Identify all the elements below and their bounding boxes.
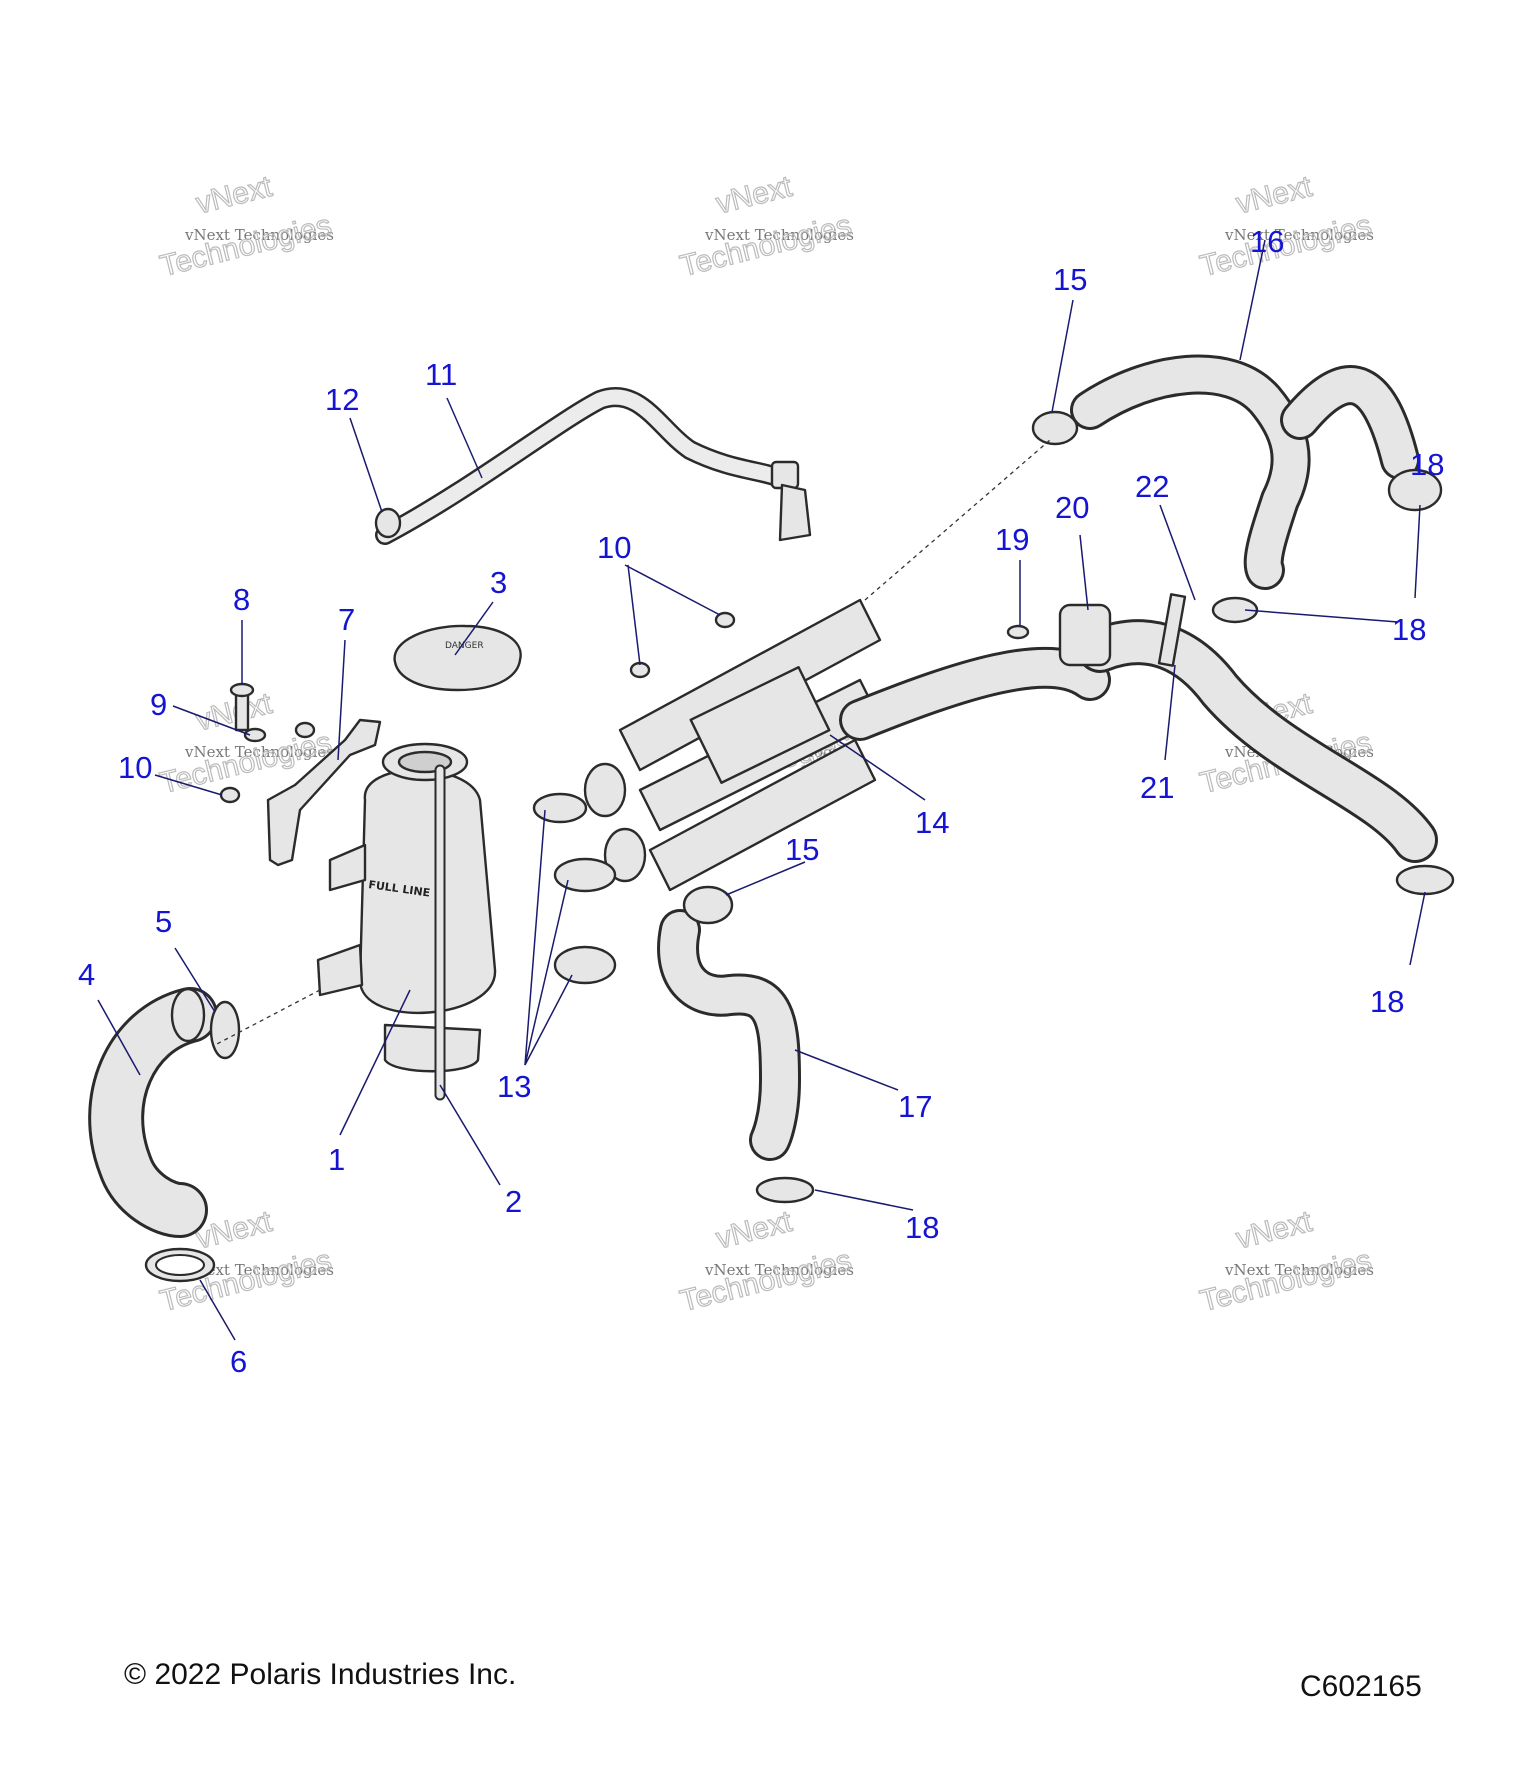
callout-3: 3 — [490, 565, 507, 600]
svg-text:Technologies: Technologies — [157, 209, 335, 283]
callout-10-left: 10 — [118, 750, 152, 785]
callout-15-top: 15 — [1053, 262, 1087, 297]
svg-text:vNext: vNext — [193, 170, 276, 221]
small-clamp — [374, 507, 402, 539]
bolt — [629, 661, 651, 679]
hose-clamp — [553, 945, 617, 985]
coolant-pipe-assembly — [583, 598, 1111, 892]
callout-6: 6 — [230, 1344, 247, 1379]
callout-12: 12 — [325, 382, 359, 417]
mounting-bracket — [266, 718, 382, 867]
callout-4: 4 — [78, 957, 95, 992]
svg-text:vNext: vNext — [1233, 1205, 1316, 1256]
lower-hose — [657, 909, 801, 1161]
washer — [243, 727, 267, 743]
tee-fitting — [1006, 593, 1438, 863]
radiator-cap: DANGER — [393, 624, 522, 692]
callout-2: 2 — [505, 1184, 522, 1219]
watermark: vNext vNext Technologies Technologies — [156, 169, 335, 283]
watermark: vNext vNext Technologies Technologies — [1196, 169, 1375, 283]
bolt — [714, 611, 736, 629]
callout-18-upper-right: 18 — [1392, 612, 1426, 647]
callout-21: 21 — [1140, 770, 1174, 805]
callout-18-bottom: 18 — [905, 1210, 939, 1245]
upper-radiator-hose — [1070, 354, 1420, 590]
hose-clamp — [1395, 864, 1455, 896]
svg-text:vNext Technologies: vNext Technologies — [184, 743, 334, 761]
callout-14: 14 — [915, 805, 949, 840]
callout-8: 8 — [233, 582, 250, 617]
hose-clamp — [532, 792, 588, 824]
hose-clamp-inner — [155, 1254, 205, 1276]
callout-17: 17 — [898, 1089, 932, 1124]
coolant-reservoir: FULL LINE — [316, 742, 497, 1073]
hose-clamp — [209, 1000, 241, 1060]
svg-text:vNext Technologies: vNext Technologies — [704, 1261, 854, 1279]
svg-text:vNext: vNext — [713, 170, 796, 221]
hose-clamp — [1387, 468, 1443, 512]
callout-11: 11 — [425, 357, 457, 392]
callouts: 1 2 3 4 5 6 7 8 9 10 10 11 12 13 14 15 1… — [78, 224, 1444, 1379]
callout-13: 13 — [497, 1069, 531, 1104]
hose-clamp — [1211, 596, 1259, 624]
callout-10-center: 10 — [597, 530, 631, 565]
vent-tube — [375, 387, 812, 545]
svg-text:vNext Technologies: vNext Technologies — [1224, 1261, 1374, 1279]
svg-text:vNext Technologies: vNext Technologies — [704, 226, 854, 244]
hose-clamp — [755, 1176, 815, 1204]
svg-text:vNext: vNext — [1233, 170, 1316, 221]
callout-16: 16 — [1250, 224, 1284, 259]
parts: DANGER FULL LINE — [88, 354, 1455, 1283]
alignment-line — [864, 439, 1051, 601]
watermark: vNext vNext Technologies Technologies — [676, 1204, 855, 1318]
callout-22: 22 — [1135, 469, 1169, 504]
watermark: vNext vNext Technologies Technologies — [676, 169, 855, 283]
copyright-notice: © 2022 Polaris Industries Inc. — [124, 1658, 517, 1691]
svg-text:Technologies: Technologies — [677, 209, 855, 283]
callout-7: 7 — [338, 602, 355, 637]
svg-text:Technologies: Technologies — [1197, 1244, 1375, 1318]
svg-text:vNext: vNext — [713, 1205, 796, 1256]
watermark: vNext vNext Technologies Technologies — [1196, 1204, 1375, 1318]
svg-text:Technologies: Technologies — [1197, 209, 1375, 283]
bolt — [219, 786, 241, 804]
callout-18-lower-right: 18 — [1370, 984, 1404, 1019]
callout-20: 20 — [1055, 490, 1089, 525]
hose-clamp — [1031, 410, 1079, 446]
callout-9: 9 — [150, 687, 167, 722]
figure-code: C602165 — [1300, 1670, 1422, 1703]
callout-5: 5 — [155, 904, 172, 939]
svg-text:vNext Technologies: vNext Technologies — [1224, 226, 1374, 244]
svg-text:vNext Technologies: vNext Technologies — [184, 1261, 334, 1279]
callout-1: 1 — [328, 1142, 345, 1177]
hose-clamp — [553, 857, 617, 893]
alignment-line — [214, 989, 321, 1046]
svg-text:DANGER: DANGER — [445, 641, 484, 651]
callout-15-middle: 15 — [785, 832, 819, 867]
leader-lines — [97, 239, 1426, 1341]
callout-18-top-right: 18 — [1410, 447, 1444, 482]
bolt-head — [229, 682, 255, 698]
svg-text:vNext Technologies: vNext Technologies — [184, 226, 334, 244]
callout-19: 19 — [995, 522, 1029, 557]
inlet-elbow-hose — [88, 987, 218, 1238]
svg-text:Technologies: Technologies — [677, 1244, 855, 1318]
bolt — [294, 721, 316, 739]
hose-clamp — [682, 885, 734, 925]
